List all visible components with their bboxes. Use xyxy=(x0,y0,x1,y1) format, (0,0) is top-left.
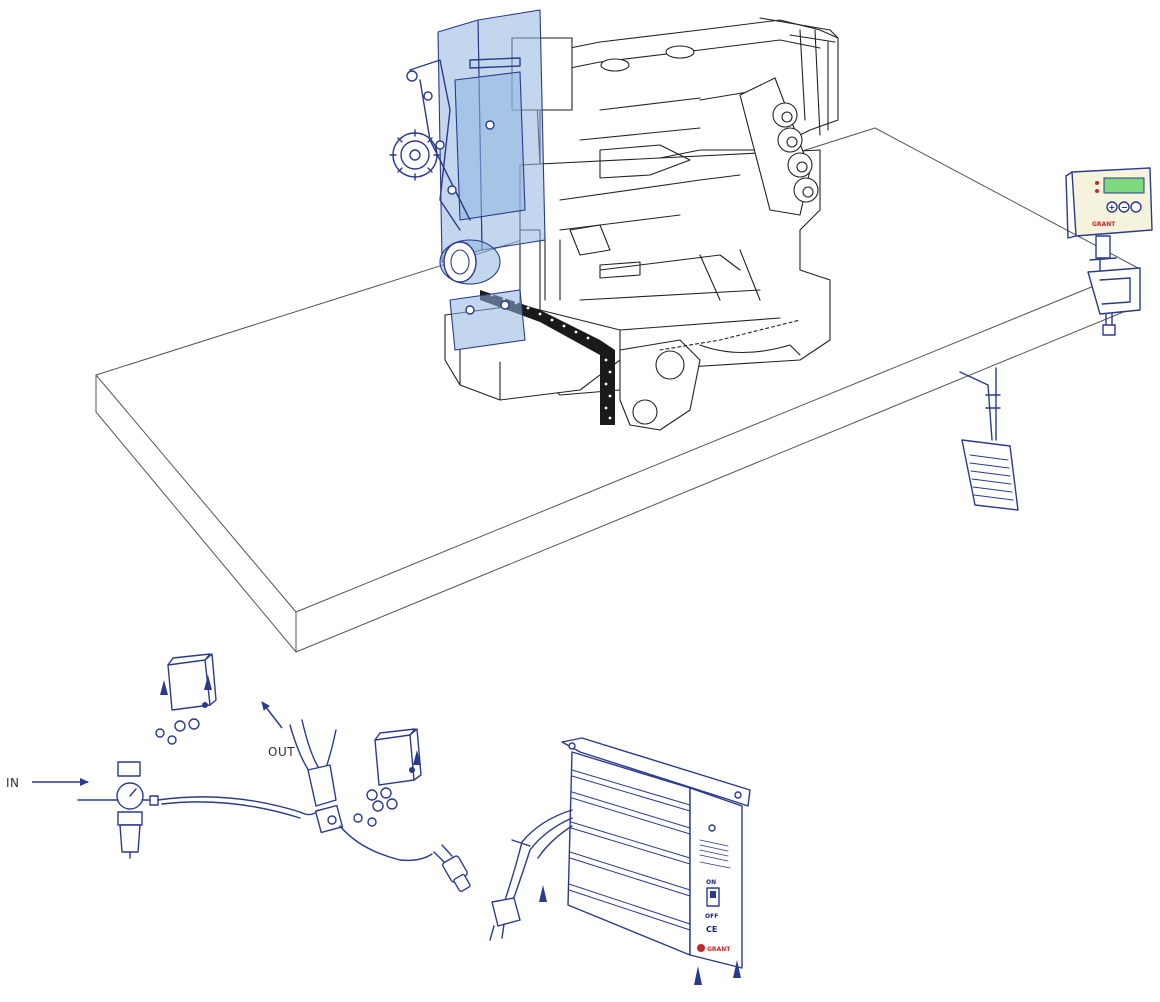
oil-cap-1 xyxy=(600,58,630,72)
brand-logo-icon xyxy=(697,944,705,952)
oil-cap-2 xyxy=(665,45,695,59)
box-top-flange xyxy=(561,737,751,807)
air-filter-regulator: IN xyxy=(6,761,319,859)
air-hose xyxy=(157,796,319,816)
solenoid-valve xyxy=(289,719,471,893)
air-in-label: IN xyxy=(6,776,20,790)
sewing-machine xyxy=(444,17,839,431)
feeder-lower-guide xyxy=(449,289,526,351)
machine-bed-front xyxy=(619,339,701,431)
led-red-1 xyxy=(1095,181,1099,185)
box-side-face xyxy=(567,751,691,956)
air-out-arrow xyxy=(261,701,283,729)
pedal-housing xyxy=(961,439,1019,511)
tape-feeder-attachment xyxy=(389,9,546,351)
filter-bowl xyxy=(119,824,141,853)
table-clamp xyxy=(1087,267,1141,315)
power-plug xyxy=(491,897,521,927)
regulator-knob xyxy=(117,761,141,777)
plus-button xyxy=(1106,201,1118,213)
box-front-face xyxy=(689,787,743,969)
pedal-sensor-unit xyxy=(959,367,1019,511)
electronic-control-box: ON OFF CE GRANT xyxy=(489,737,751,985)
switch-off-label: OFF xyxy=(705,913,718,920)
mounting-bracket-2 xyxy=(353,728,422,827)
svg-text:−: − xyxy=(1121,203,1128,212)
ce-mark: CE xyxy=(706,925,717,934)
minus-button xyxy=(1118,201,1130,213)
switch-on-label: ON xyxy=(706,879,716,886)
mounting-bracket-1 xyxy=(155,653,217,745)
control-display-panel: + − GRANT xyxy=(1065,167,1153,336)
lcd-screen xyxy=(1103,177,1145,194)
svg-text:+: + xyxy=(1109,203,1116,212)
set-button xyxy=(1130,201,1142,213)
box-brand-label: GRANT xyxy=(707,946,731,953)
air-out-label: OUT xyxy=(268,745,295,759)
display-brand-label: GRANT xyxy=(1092,221,1116,228)
led-red-2 xyxy=(1095,189,1099,193)
power-cord xyxy=(504,809,573,901)
